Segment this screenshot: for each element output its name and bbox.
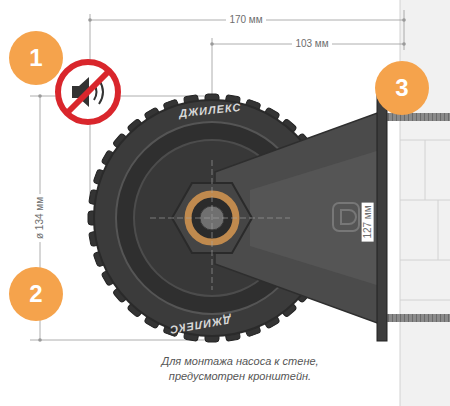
- callout-number: 2: [29, 280, 42, 308]
- center-lines: [150, 160, 290, 290]
- callout-number: 1: [29, 44, 42, 72]
- caption: Для монтажа насоса к стене, предусмотрен…: [130, 354, 350, 384]
- dimension-label: 170 мм: [226, 14, 265, 26]
- dimension-ticks: [38, 18, 406, 342]
- dimension-lines: [30, 10, 404, 340]
- brand-logo: [341, 210, 356, 224]
- no-sound-sign: [58, 62, 118, 122]
- callout-number: 3: [395, 74, 408, 102]
- callout-circle: 1: [9, 31, 63, 85]
- callout-circle: 2: [9, 267, 63, 321]
- dimension-label: 127 мм: [362, 202, 374, 241]
- wall-screw: [384, 314, 450, 322]
- dimension-label: ø 134 мм: [34, 194, 46, 242]
- brand-logo: [333, 203, 359, 231]
- wall-screw: [384, 113, 450, 121]
- bracket-plate: [377, 95, 387, 341]
- dimension-label: 103 мм: [292, 38, 331, 50]
- callout-circle: 3: [375, 61, 429, 115]
